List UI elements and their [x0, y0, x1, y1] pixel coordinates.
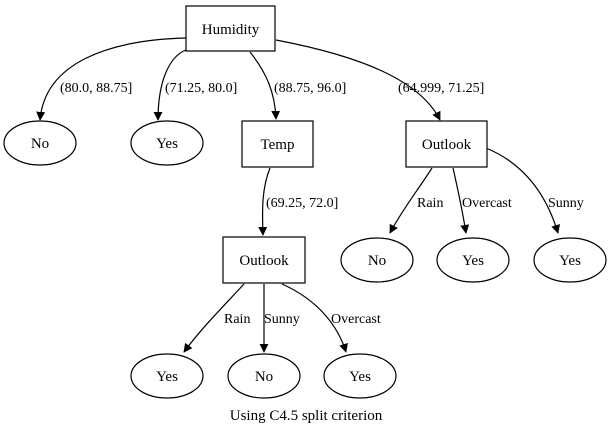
leaf-no-3: No [227, 353, 301, 399]
node-humidity: Humidity [185, 5, 276, 52]
leaf-no-3-label: No [255, 369, 273, 385]
edge-humidity-temp [249, 51, 281, 120]
node-humidity-label: Humidity [202, 22, 260, 38]
edge-outlook-right-yes-2 [485, 147, 560, 234]
leaf-yes-3-label: Yes [559, 253, 581, 269]
node-outlook-lower: Outlook [222, 236, 306, 284]
leaf-yes-5-label: Yes [349, 369, 371, 385]
leaf-yes-2-label: Yes [462, 253, 484, 269]
edge-humidity-outlook-right [275, 39, 441, 121]
leaf-yes-5: Yes [323, 353, 397, 399]
edge-label-humidity-no: (80.0, 88.75] [60, 81, 132, 96]
edge-outlook-lower-yes-2 [281, 283, 348, 353]
edge-label-outlook-lower-overcast: Overcast [331, 312, 381, 327]
leaf-no-2: No [340, 237, 414, 283]
node-temp: Temp [241, 120, 314, 168]
node-outlook-right: Outlook [405, 120, 488, 168]
edge-temp-outlook-lower [258, 167, 271, 236]
node-outlook-lower-label: Outlook [239, 253, 289, 269]
leaf-yes-4-label: Yes [156, 369, 178, 385]
edge-outlook-right-yes [452, 167, 470, 234]
edge-label-humidity-yes: (71.25, 80.0] [165, 81, 237, 96]
leaf-yes-1-label: Yes [156, 136, 178, 152]
edge-label-outlook-right-rain: Rain [417, 196, 443, 211]
edge-label-outlook-right-sunny: Sunny [548, 196, 584, 211]
leaf-no-2-label: No [368, 253, 386, 269]
leaf-no-1-label: No [31, 136, 49, 152]
leaf-yes-1: Yes [130, 120, 204, 166]
diagram-caption: Using C4.5 split criterion [230, 408, 383, 424]
edge-humidity-no [36, 37, 187, 121]
leaf-no-1: No [3, 120, 77, 166]
edge-outlook-lower-yes [183, 283, 245, 353]
leaf-yes-3: Yes [533, 237, 607, 283]
leaf-yes-4: Yes [130, 353, 204, 399]
node-temp-label: Temp [261, 137, 295, 153]
node-outlook-right-label: Outlook [422, 137, 472, 153]
edge-humidity-yes [153, 49, 187, 121]
edge-label-humidity-outlook: (64.999, 71.25] [398, 81, 484, 96]
edge-label-humidity-temp: (88.75, 96.0] [274, 81, 346, 96]
edge-label-temp-outlook: (69.25, 72.0] [266, 196, 338, 211]
edge-label-outlook-right-overcast: Overcast [462, 196, 512, 211]
edge-label-outlook-lower-sunny: Sunny [264, 312, 300, 327]
edge-label-outlook-lower-rain: Rain [224, 312, 250, 327]
edge-outlook-right-no [389, 167, 433, 234]
leaf-yes-2: Yes [436, 237, 510, 283]
